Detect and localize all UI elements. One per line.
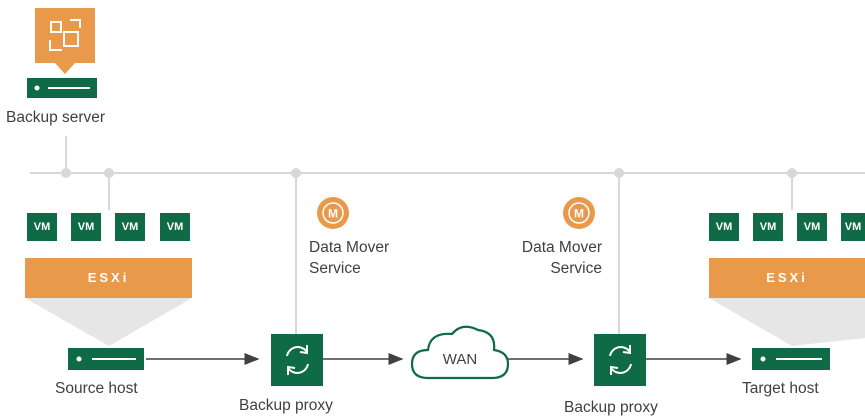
target-vm-4: VM <box>841 213 865 241</box>
source-esxi-bar: ESXi <box>25 258 192 298</box>
target-data-mover-icon: M <box>563 197 595 229</box>
target-dms-badge-text: M <box>574 207 584 221</box>
source-vm-4: VM <box>160 213 190 241</box>
source-esxi-funnel <box>25 298 192 346</box>
network-bus <box>30 136 865 335</box>
source-dms-badge-text: M <box>328 207 338 221</box>
source-host-icon <box>68 348 144 370</box>
source-vm-1: VM <box>27 213 57 241</box>
target-esxi-bar: ESXi <box>709 258 865 298</box>
source-host-label: Source host <box>55 380 138 397</box>
source-data-mover-icon: M <box>317 197 349 229</box>
target-dms-line2: Service <box>550 260 602 277</box>
source-dms-line1: Data Mover <box>309 239 390 256</box>
target-vm-3: VM <box>797 213 827 241</box>
target-dms-line1: Data Mover <box>521 239 602 256</box>
backup-server-label: Backup server <box>6 109 106 126</box>
source-vm-2: VM <box>71 213 101 241</box>
target-proxy-label: Backup proxy <box>564 399 658 416</box>
target-proxy-icon <box>594 334 646 386</box>
source-dms-line2: Service <box>309 260 361 277</box>
target-host-icon <box>752 348 830 370</box>
source-proxy-icon <box>271 334 323 386</box>
target-host-label: Target host <box>742 380 819 397</box>
target-vm-2: VM <box>753 213 783 241</box>
source-proxy-label: Backup proxy <box>239 397 333 414</box>
target-esxi-funnel <box>709 298 865 346</box>
target-vm-1: VM <box>709 213 739 241</box>
source-vm-3: VM <box>115 213 145 241</box>
wan-label: WAN <box>443 351 477 368</box>
backup-server-icon <box>27 8 97 98</box>
cloud-icon: WAN <box>410 325 510 380</box>
